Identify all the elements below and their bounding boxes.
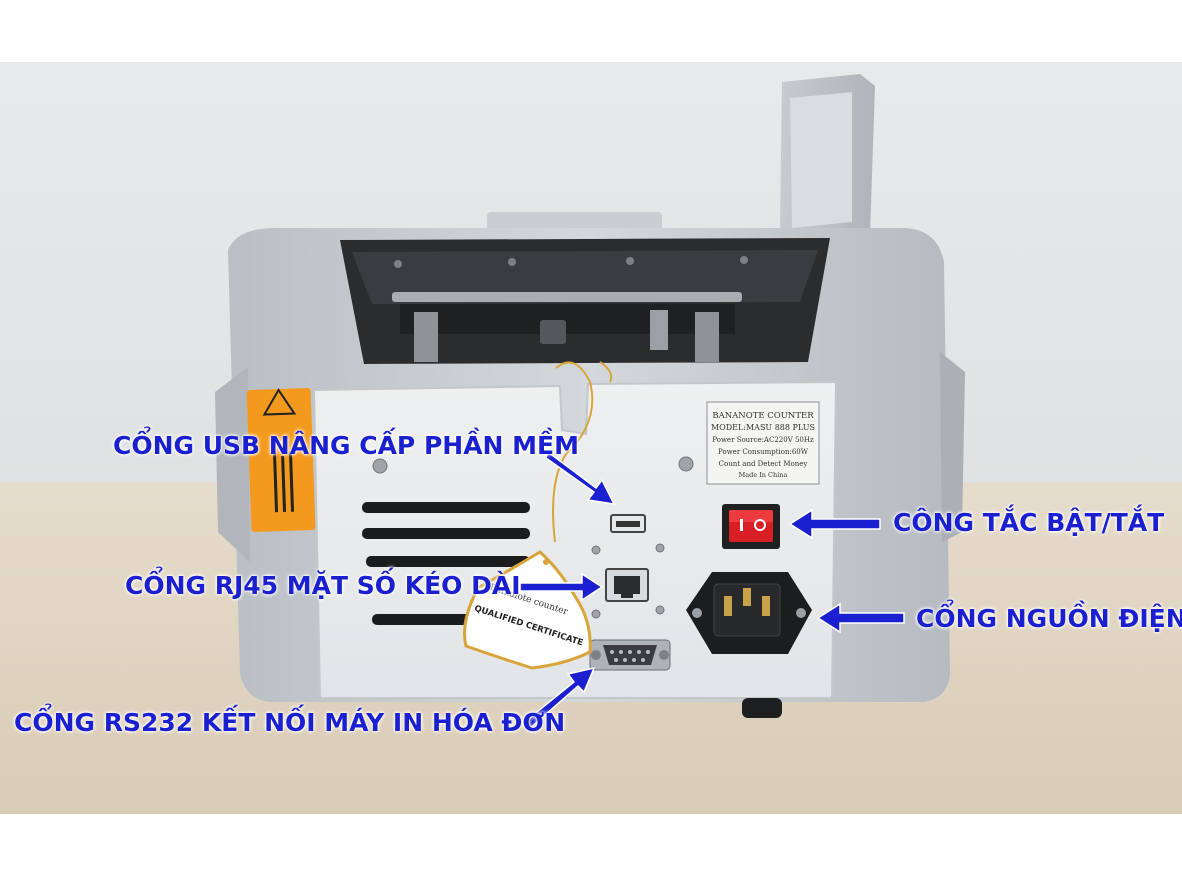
label-line-2: MODEL:MASU 888 PLUS [711,423,815,432]
money-counter-machine: BANANOTE COUNTER MODEL:MASU 888 PLUS Pow… [0,62,1182,814]
callout-rs232: CỔNG RS232 KẾT NỐI MÁY IN HÓA ĐƠN [14,708,566,737]
power-socket [686,572,812,654]
callout-arrows [519,450,905,732]
label-line-4: Power Consumption:60W [718,448,809,456]
warning-sticker [246,388,316,532]
callout-power-switch: CÔNG TẮC BẬT/TẮT [893,508,1165,537]
arrow-rj45-icon [519,572,604,602]
power-switch [722,504,780,549]
ventilation-slots [362,502,530,625]
callout-usb: CỔNG USB NÂNG CẤP PHẦN MỀM [113,431,580,460]
label-line-6: Made In China [739,471,788,479]
callout-power-socket: CỔNG NGUỒN ĐIỆN [916,604,1182,633]
callout-rj45: CỔNG RJ45 MẶT SỐ KÉO DÀI [125,571,521,600]
arrow-switch-icon [788,508,881,540]
label-line-1: BANANOTE COUNTER [712,411,814,421]
usb-port [610,514,646,533]
rj45-port [605,568,649,602]
label-line-3: Power Source:AC220V 50Hz [712,436,814,444]
arrow-rs232-icon [520,666,596,732]
product-photo: BANANOTE COUNTER MODEL:MASU 888 PLUS Pow… [0,62,1182,814]
label-line-5: Count and Detect Money [719,460,808,468]
arrow-socket-icon [816,602,905,634]
rs232-port [589,639,671,671]
arrow-usb-icon [545,450,616,505]
certificate-tag: Banknote counter QUALIFIED CERTIFICATE [463,550,592,670]
label-plate: BANANOTE COUNTER MODEL:MASU 888 PLUS Pow… [706,401,820,485]
